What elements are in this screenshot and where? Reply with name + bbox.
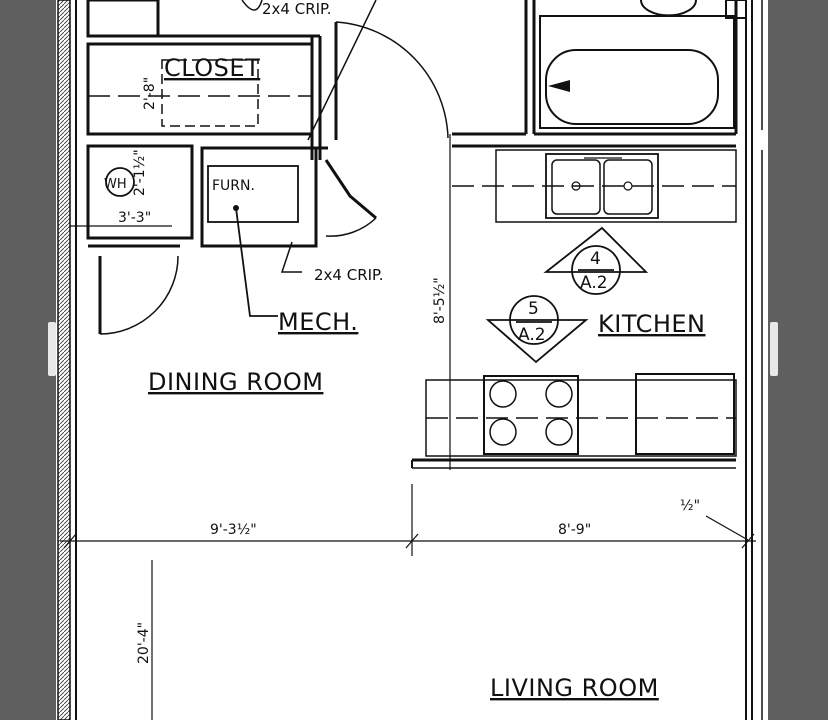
mech-door	[324, 159, 377, 237]
wh-width-dim: 3'-3"	[118, 210, 151, 226]
dining-width-dim: 9'-3½"	[210, 522, 257, 538]
half-inch-dim: ½"	[680, 498, 700, 514]
crip-leader-top	[307, 0, 377, 141]
tub-drain-arrow-icon	[548, 80, 570, 92]
furnace-label: FURN.	[212, 178, 255, 194]
tag5-sheet: A.2	[518, 325, 546, 345]
section-tag-5	[485, 295, 589, 364]
tag4-sheet: A.2	[580, 273, 608, 293]
section-tag-4	[543, 226, 649, 295]
wh-label: WH	[104, 177, 127, 192]
crip-note-mid: 2x4 CRIP.	[314, 266, 384, 284]
closet-depth-dim: 2'-8"	[142, 77, 158, 110]
overall-depth-dim: 20'-4"	[136, 622, 152, 664]
floor-plan-sheet: CLOSET 2'-8" 2x4 CRIP. WH 2'-1½" 3'-3"	[56, 0, 768, 720]
crip-note-top: 2x4 CRIP.	[262, 0, 332, 18]
mech-room-walls	[200, 146, 326, 248]
tag5-number: 5	[528, 299, 539, 319]
closet-shelf	[161, 59, 259, 127]
right-viewer-handle[interactable]	[770, 322, 778, 376]
mech-label: MECH.	[278, 308, 358, 336]
width-dimension-line	[60, 484, 756, 556]
right-wall	[745, 0, 763, 720]
range-counter	[411, 373, 737, 469]
upper-closet-walls	[86, 0, 322, 160]
living-room-label: LIVING ROOM	[490, 674, 659, 702]
left-viewer-handle[interactable]	[48, 322, 56, 376]
crip-leader-mid	[280, 241, 302, 273]
wh-closet-walls	[86, 144, 194, 248]
closet-label: CLOSET	[164, 54, 260, 82]
water-heater-icon	[105, 167, 135, 197]
kitchen-label: KITCHEN	[598, 310, 706, 338]
exterior-wall-left	[57, 0, 71, 720]
wh-door	[98, 255, 179, 335]
tag4-number: 4	[590, 249, 601, 269]
sink-counter	[452, 149, 737, 223]
mech-leader	[235, 207, 278, 317]
wh-size-dim: 2'-1½"	[132, 149, 148, 196]
kitchen-width-dim: 8'-9"	[558, 522, 591, 538]
bathroom-walls	[452, 0, 747, 148]
hall-door	[241, 0, 449, 150]
floor-plan-drawing: CLOSET 2'-8" 2x4 CRIP. WH 2'-1½" 3'-3"	[57, 0, 763, 720]
kitchen-depth-dim: 8'-5½"	[432, 277, 448, 324]
dining-room-label: DINING ROOM	[148, 368, 323, 396]
